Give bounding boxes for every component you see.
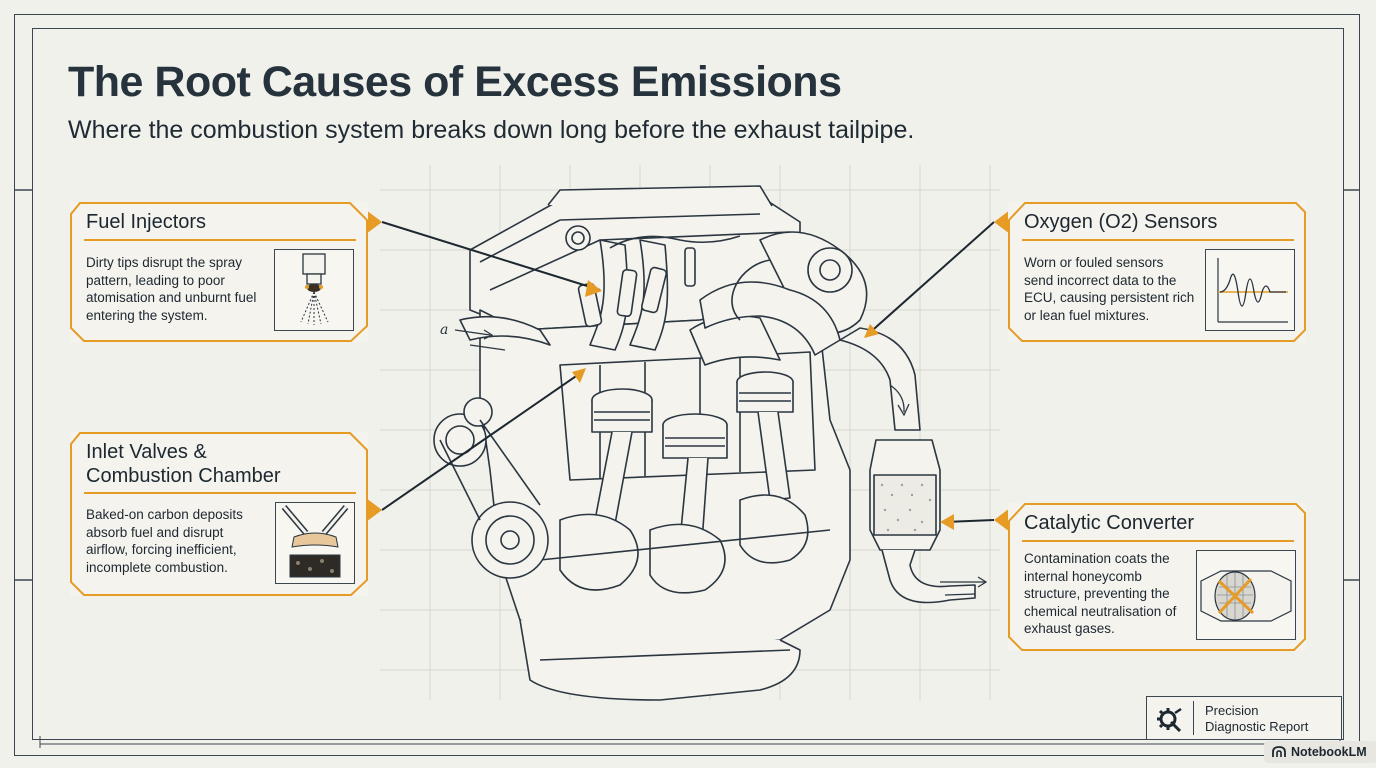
callout-rule [84, 492, 356, 494]
callout-title: Catalytic Converter [1024, 512, 1195, 534]
catalytic-converter-thumbnail [1196, 550, 1296, 640]
gear-wrench-icon [1157, 707, 1182, 732]
callout-title-line-1: Inlet Valves & [86, 441, 207, 463]
callout-body: Contamination coats the internal honeyco… [1024, 551, 1177, 636]
injector-spray-icon [300, 253, 329, 325]
flow-arrows [454, 329, 988, 596]
callout-fuel-injectors: Fuel Injectors Dirty tips disrupt the sp… [70, 202, 368, 342]
callout-frame [70, 432, 368, 596]
notebooklm-watermark: NotebookLM [1264, 741, 1376, 763]
outer-frame [14, 14, 1360, 756]
intake-label: a [440, 322, 448, 338]
notebooklm-logo-icon [1272, 746, 1286, 757]
carbon-deposit-icon [281, 505, 349, 578]
callout-title: Fuel Injectors [86, 211, 207, 233]
fuel-injector-thumbnail [274, 249, 354, 331]
callout-title: Oxygen (O2) Sensors [1024, 211, 1218, 233]
badge-line-2: Diagnostic Report [1205, 719, 1309, 734]
callout-frame [1008, 503, 1306, 651]
inner-frame [32, 28, 1344, 740]
callout-inlet-valves: Inlet Valves & Combustion Chamber Baked-… [70, 432, 368, 596]
callout-rule [1022, 540, 1294, 542]
leader-lines [381, 221, 995, 523]
badge-text: Precision Diagnostic Report [1205, 703, 1308, 735]
inlet-valve-thumbnail [275, 502, 355, 584]
engine-block-drawing [433, 185, 976, 701]
callout-body: Worn or fouled sensors send incorrect da… [1024, 255, 1195, 323]
leader-inlet-valves [381, 371, 583, 511]
badge-divider [1193, 701, 1194, 735]
callout-frame [1008, 202, 1306, 342]
badge-line-1: Precision [1205, 703, 1259, 718]
callout-oxygen-sensors: Oxygen (O2) Sensors Worn or fouled senso… [1008, 202, 1306, 342]
leader-fuel-injectors [381, 221, 601, 291]
callout-body: Baked-on carbon deposits absorb fuel and… [86, 507, 243, 575]
leader-oxygen-sensor [865, 221, 995, 337]
callout-frame [70, 202, 368, 342]
callout-rule [84, 239, 356, 241]
page-subtitle: Where the combustion system breaks down … [68, 116, 915, 144]
bottom-ruler [39, 736, 1341, 748]
callout-rule [1022, 239, 1294, 241]
sensor-waveform-icon [1217, 258, 1288, 323]
oxygen-sensor-thumbnail [1205, 249, 1295, 331]
callout-catalytic-converter: Catalytic Converter Contamination coats … [1008, 503, 1306, 651]
leader-arrowheads [366, 210, 1010, 532]
converter-honeycomb [880, 483, 932, 532]
frame-ticks [14, 189, 1360, 581]
callout-title-line-2: Combustion Chamber [86, 465, 281, 487]
callout-body: Dirty tips disrupt the spray pattern, le… [86, 255, 257, 323]
page-title: The Root Causes of Excess Emissions [68, 58, 842, 106]
notebooklm-label: NotebookLM [1291, 745, 1367, 759]
diagnostic-report-badge: Precision Diagnostic Report [1146, 696, 1342, 740]
honeycomb-icon [1200, 570, 1292, 622]
